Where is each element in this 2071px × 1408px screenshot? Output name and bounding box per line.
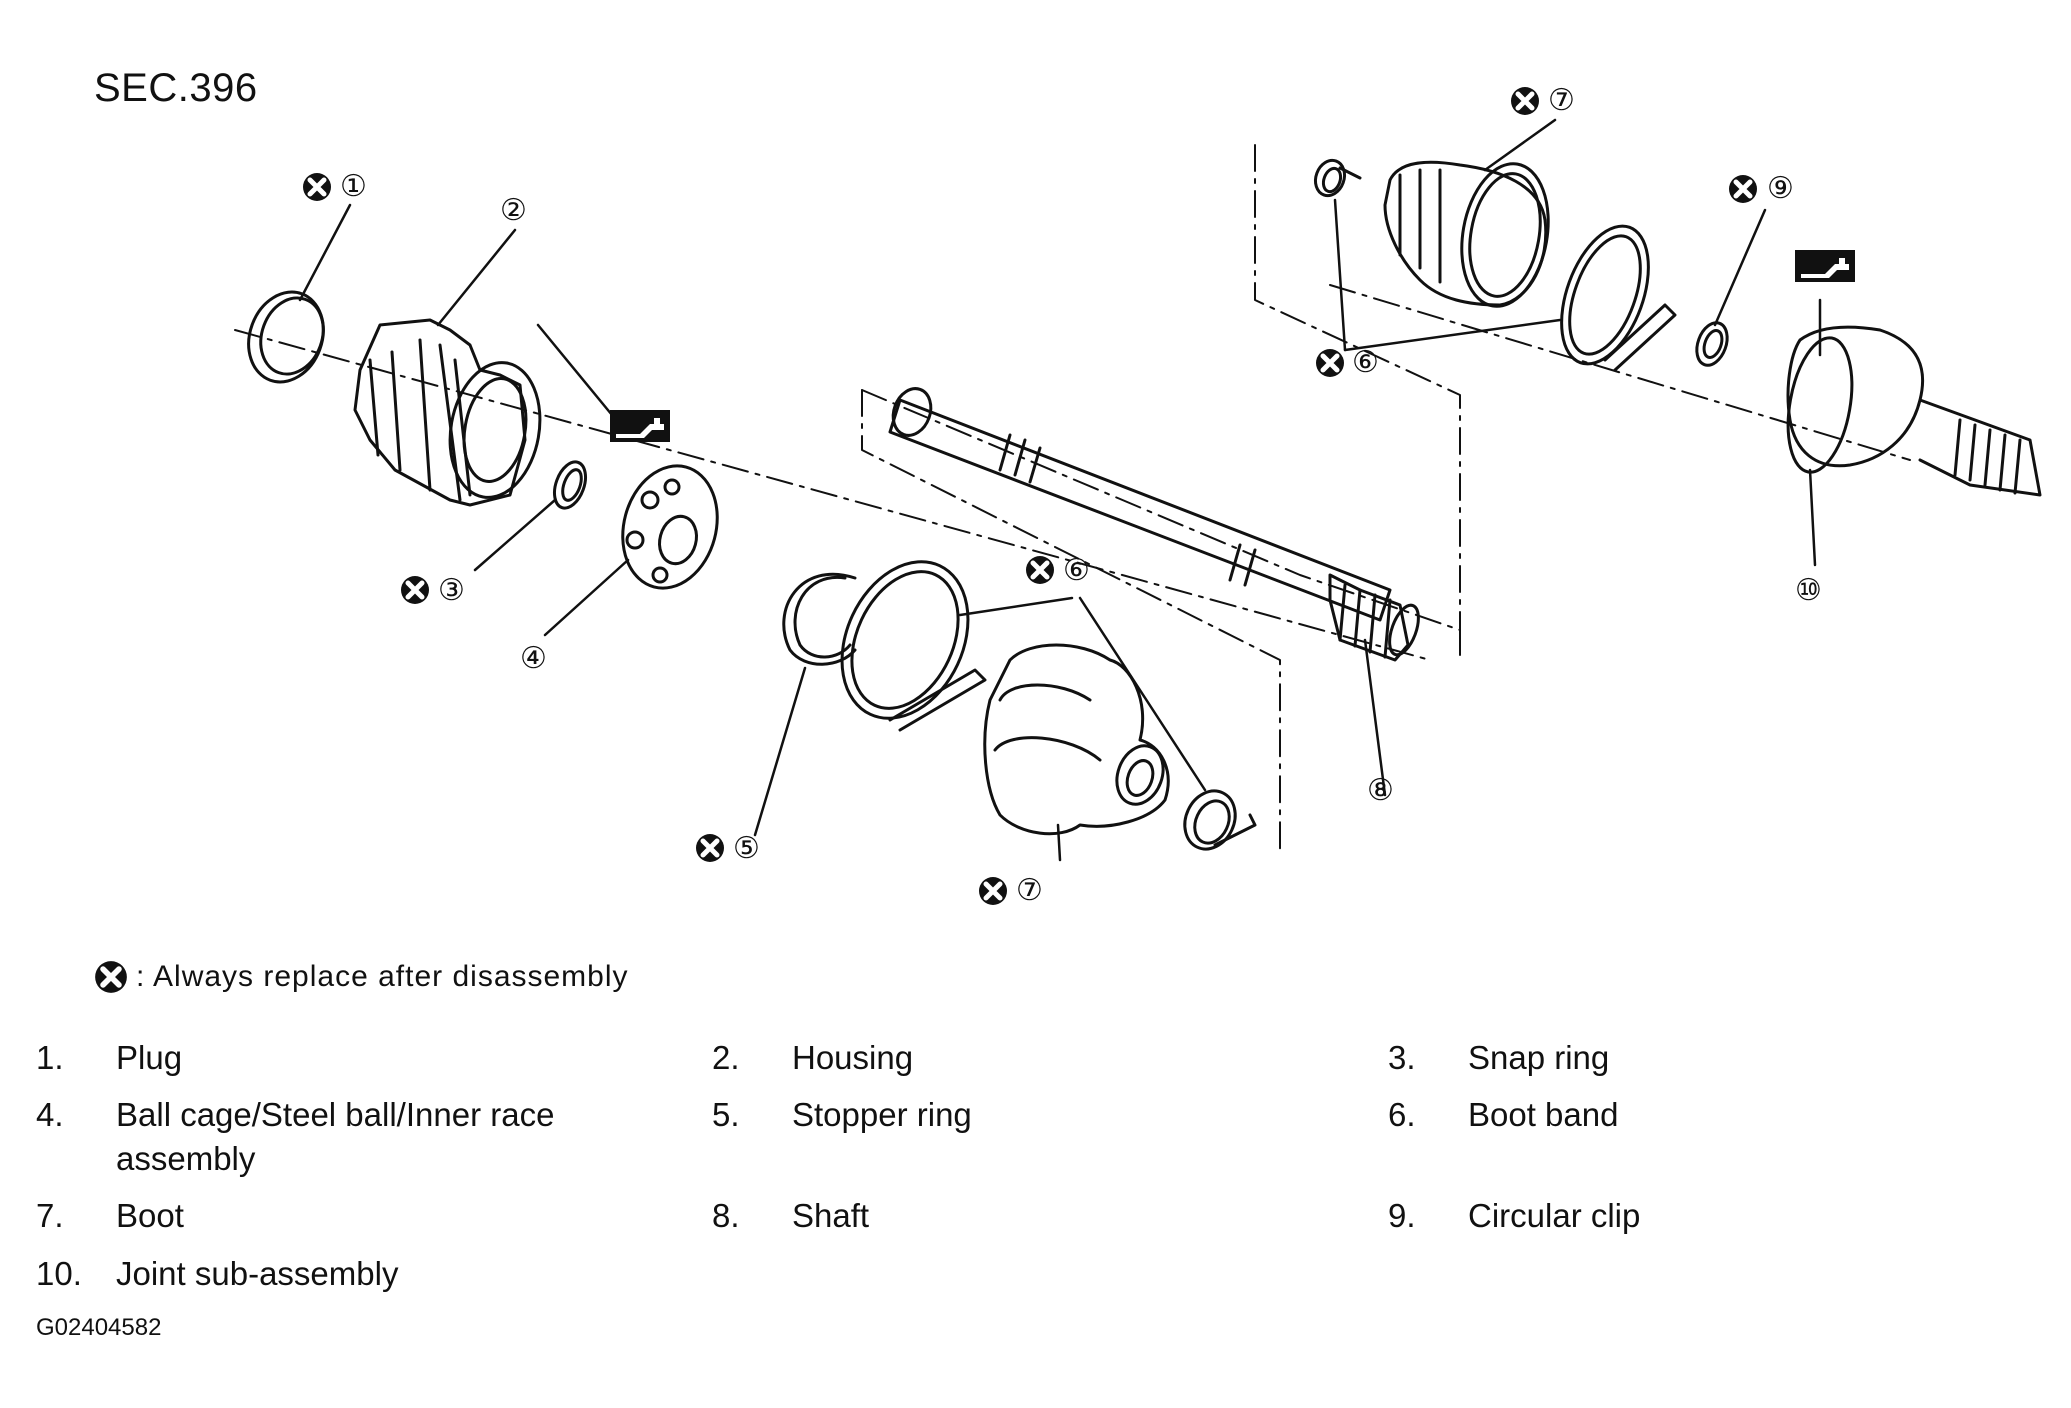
- part-name: Housing: [792, 1039, 914, 1076]
- part-name: Boot band: [1468, 1096, 1619, 1133]
- part-name: Circular clip: [1468, 1197, 1641, 1234]
- replace-mark-icon: [979, 877, 1007, 905]
- boot-band-small-upper: [1313, 158, 1362, 198]
- shaft-part: [888, 387, 1420, 662]
- legend-note: : Always replace after disassembly: [94, 960, 629, 994]
- callout-9: ⑨: [1767, 172, 1794, 205]
- boot-lower: [983, 643, 1170, 836]
- replace-mark-icon: [1026, 556, 1054, 584]
- boot-upper: [1383, 160, 1550, 308]
- circular-clip-part: [1695, 321, 1729, 367]
- leader-lines: [298, 118, 1822, 862]
- replace-mark-icon: [1316, 349, 1344, 377]
- plug-part: [247, 290, 325, 384]
- callout-3: ③: [438, 574, 465, 607]
- replace-mark-icon: [401, 576, 429, 604]
- replace-mark-icon: [1729, 175, 1757, 203]
- part-name: Boot: [116, 1197, 184, 1234]
- stopper-ring-part: [782, 572, 857, 666]
- part-name: Plug: [116, 1039, 183, 1076]
- boot-band-upper: [1560, 224, 1677, 372]
- replace-mark-icon: [95, 961, 127, 993]
- part-number: 3.: [1388, 1039, 1416, 1076]
- replace-mark-icon: [696, 834, 724, 862]
- part-number: 1.: [36, 1039, 64, 1076]
- part-number: 4.: [36, 1096, 64, 1133]
- frame-left: [861, 389, 1281, 856]
- boot-band-small-lower: [1183, 789, 1257, 851]
- part-number: 2.: [712, 1039, 740, 1076]
- ball-cage-part: [621, 464, 719, 590]
- callout-7-upper: ⑦: [1548, 84, 1575, 117]
- part-number: 5.: [712, 1096, 740, 1133]
- housing-part: [353, 318, 542, 507]
- part-number: 9.: [1388, 1197, 1416, 1234]
- part-number: 6.: [1388, 1096, 1416, 1133]
- callout-8: ⑧: [1367, 774, 1394, 807]
- center-axis-right: [1329, 284, 1911, 461]
- part-number: 10.: [36, 1255, 82, 1292]
- grease-icon: [610, 410, 670, 442]
- exploded-diagram: ① ② ③ ④ ⑤ ⑥ ⑦ ⑧ ⑨ ⑩ ⑦ ⑥: [234, 84, 2042, 907]
- callout-4: ④: [520, 642, 547, 675]
- part-name: Snap ring: [1468, 1039, 1610, 1076]
- part-name: Ball cage/Steel ball/Inner race assembly: [116, 1096, 555, 1177]
- replace-mark-icon: [303, 173, 331, 201]
- figure-id: G02404582: [36, 1314, 162, 1341]
- frame-right: [1254, 144, 1461, 651]
- callout-2: ②: [500, 194, 527, 227]
- legend-note-text: : Always replace after disassembly: [136, 960, 629, 993]
- joint-sub-assembly-part: [1786, 325, 2042, 497]
- grease-icon: [1795, 250, 1855, 282]
- frame-shaft: [861, 389, 1461, 656]
- snap-ring-part: [552, 460, 588, 510]
- part-name: Stopper ring: [792, 1096, 972, 1133]
- center-axis: [234, 329, 1431, 661]
- replace-mark-icon: [1511, 87, 1539, 115]
- callout-6-upper: ⑥: [1352, 346, 1379, 379]
- callout-6-lower: ⑥: [1063, 554, 1090, 587]
- callout-5: ⑤: [733, 832, 760, 865]
- callout-10: ⑩: [1795, 574, 1822, 607]
- callout-1: ①: [340, 170, 367, 203]
- part-number: 7.: [36, 1197, 64, 1234]
- part-number: 8.: [712, 1197, 740, 1234]
- part-name: Joint sub-assembly: [116, 1255, 399, 1292]
- section-title: SEC.396: [94, 66, 258, 110]
- callout-7-lower: ⑦: [1016, 874, 1043, 907]
- boot-band-lower: [840, 560, 987, 732]
- part-name: Shaft: [792, 1197, 870, 1234]
